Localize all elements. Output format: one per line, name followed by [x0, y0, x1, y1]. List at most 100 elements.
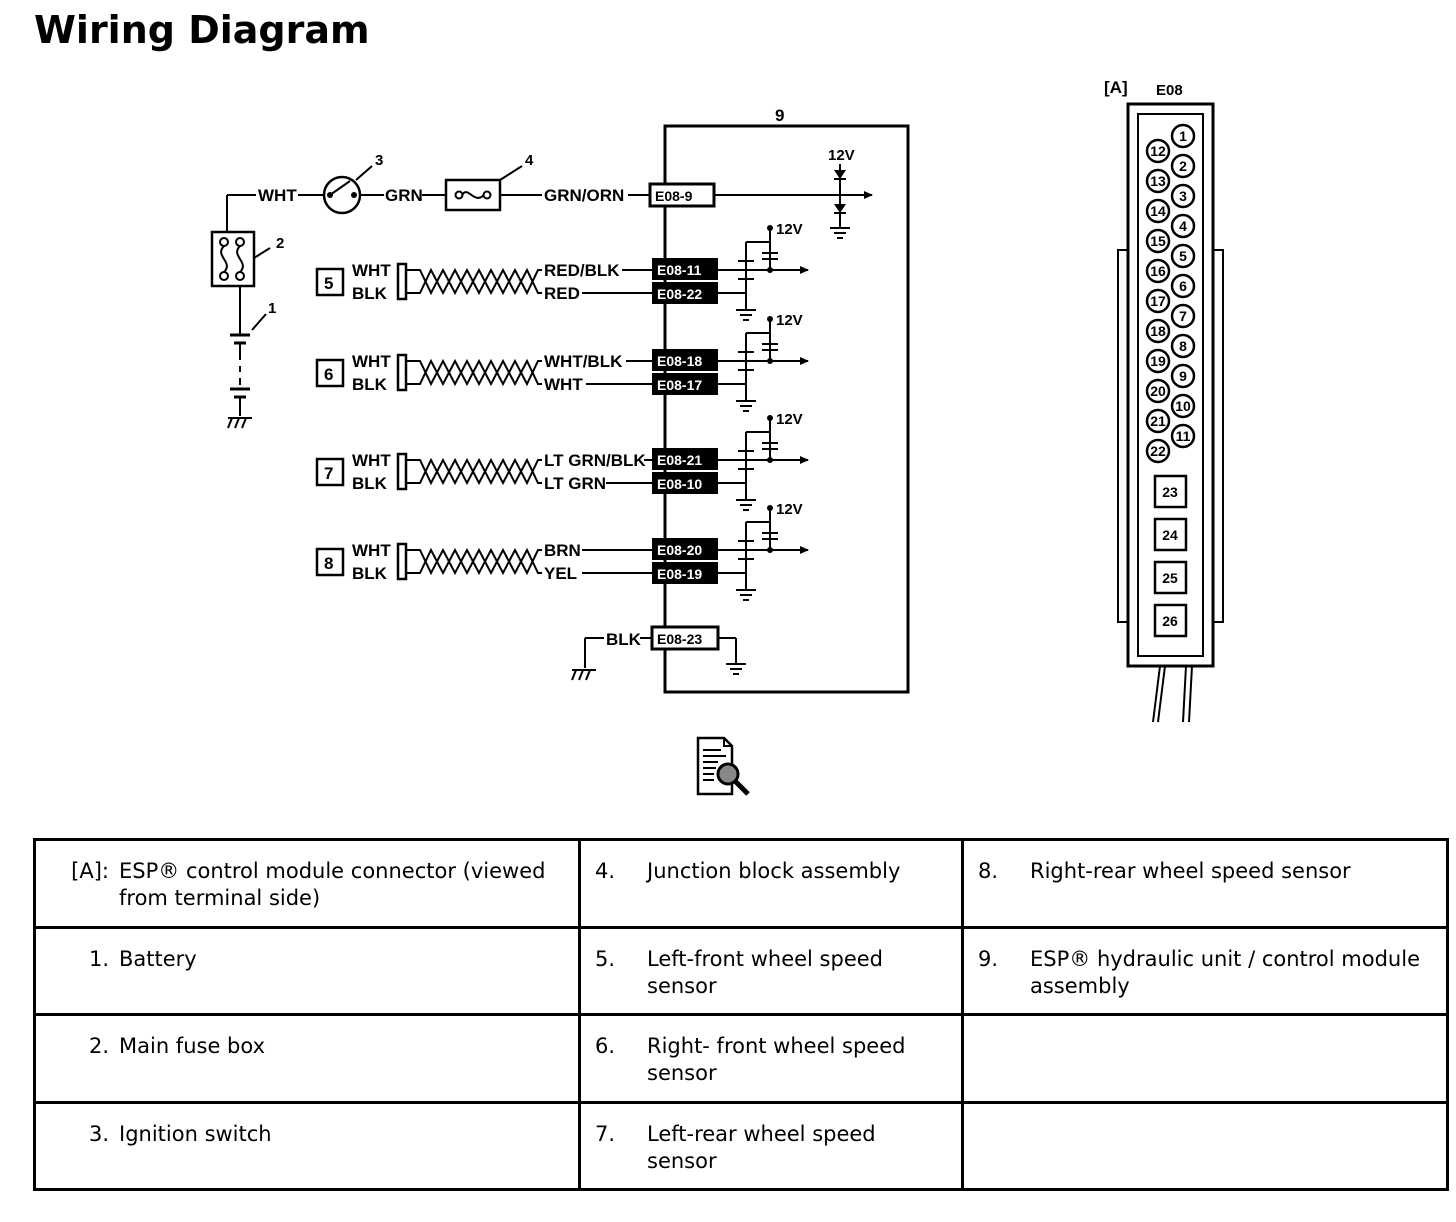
- voltage-label-top: 12V: [828, 147, 855, 164]
- legend-cell: 5. Left-front wheel speed sensor: [578, 925, 964, 1016]
- voltage-label-5: 12V: [776, 221, 803, 238]
- terminal-label-e08-10: E08-10: [657, 476, 702, 492]
- sensor-6-wire-a: WHT/BLK: [544, 352, 623, 371]
- document-search-icon[interactable]: [694, 736, 752, 798]
- connector-pin-large: [1153, 560, 1188, 595]
- connector-pin: [1170, 333, 1196, 359]
- battery-circuit: WHT 2 1: [210, 186, 324, 429]
- connector-pin-label: 16: [1150, 263, 1166, 279]
- legend-cell: [961, 1100, 1449, 1191]
- connector-pin: [1145, 168, 1171, 194]
- connector-pin-label: 7: [1179, 308, 1187, 324]
- legend-number: 4.: [595, 859, 616, 883]
- wire-label-grn-orn: GRN/ORN: [544, 186, 624, 205]
- ground-wire-label: BLK: [606, 630, 642, 649]
- connector-pin-label: 22: [1150, 443, 1166, 459]
- legend-text: Right-rear wheel speed sensor: [1030, 859, 1351, 883]
- connector-pin: [1145, 288, 1171, 314]
- connector-pin-large-label: 23: [1162, 484, 1178, 500]
- sensor-number-7: 7: [324, 464, 333, 483]
- sensor-group-7: 7 WHT BLK LT GRN/BLK LT GRN E08-21 E08-1…: [315, 411, 809, 511]
- connector-pin: [1170, 363, 1196, 389]
- legend-number: 5.: [595, 946, 616, 971]
- connector-pin-label: 4: [1179, 218, 1187, 234]
- connector-pin-large: [1153, 474, 1188, 509]
- sensor-5-blk: BLK: [352, 284, 388, 303]
- sensor-8-wht: WHT: [352, 541, 391, 560]
- sensor-number-5: 5: [324, 274, 333, 293]
- connector-pin-large: [1153, 517, 1188, 552]
- junction-block: 4: [444, 152, 534, 212]
- terminal-label-e08-22: E08-22: [657, 286, 702, 302]
- wire-label-grn: GRN: [385, 186, 423, 205]
- control-module-box: [663, 124, 910, 694]
- connector-pin-label: 11: [1176, 428, 1191, 444]
- sensor-8-blk: BLK: [352, 564, 388, 583]
- sensor-group-5: 5 WHT BLK RED/BLK RED E08-11 E08-22 12V: [315, 221, 809, 321]
- legend-number: 2.: [88, 1034, 109, 1058]
- legend-text: Left-front wheel speed sensor: [647, 946, 883, 998]
- connector-pin-label: 18: [1150, 323, 1166, 339]
- legend-text: Main fuse box: [119, 1034, 266, 1058]
- connector-pin: [1170, 213, 1196, 239]
- ignition-number: 3: [375, 152, 383, 169]
- sensor-number-6: 6: [324, 365, 333, 384]
- connector-pin: [1170, 393, 1196, 419]
- ignition-switch: 3: [322, 152, 383, 215]
- legend-text: Battery: [119, 946, 197, 971]
- legend-cell: 3.Ignition switch: [33, 1100, 581, 1191]
- module-number: 9: [775, 106, 784, 125]
- connector-pin-large-label: 25: [1162, 570, 1178, 586]
- terminal-label-e08-20: E08-20: [657, 542, 702, 558]
- sensor-7-blk: BLK: [352, 474, 388, 493]
- voltage-label-7: 12V: [776, 411, 803, 428]
- battery-number: 1: [268, 300, 276, 317]
- legend-cell: 9.ESP® hydraulic unit / control module a…: [961, 925, 1449, 1016]
- sensor-group-6: 6 WHT BLK WHT/BLK WHT E08-18 E08-17 12V: [315, 312, 809, 412]
- sensor-7-wht: WHT: [352, 451, 391, 470]
- sensor-5-wire-a: RED/BLK: [544, 261, 620, 280]
- sensor-group-8: 8 WHT BLK BRN YEL E08-20 E08-19 12V: [315, 501, 809, 601]
- connector-pin: [1170, 183, 1196, 209]
- terminal-label-e08-19: E08-19: [657, 566, 702, 582]
- main-fuse-box: [210, 230, 256, 288]
- legend-cell: 8.Right-rear wheel speed sensor: [961, 838, 1449, 929]
- connector-panel-label: [A]: [1104, 78, 1128, 97]
- legend-text: Ignition switch: [119, 1121, 272, 1146]
- connector-pin: [1145, 378, 1171, 404]
- connector-pin-label: 20: [1150, 383, 1166, 399]
- connector-pin: [1145, 348, 1171, 374]
- sensor-6-blk: BLK: [352, 375, 388, 394]
- connector-pin-label: 8: [1179, 338, 1187, 354]
- connector-pin-label: 13: [1150, 173, 1166, 189]
- connector-pin-label: 14: [1150, 203, 1166, 219]
- connector-pin: [1170, 123, 1196, 149]
- wire-label-wht-top: WHT: [258, 186, 297, 205]
- sensor-5-wire-b: RED: [544, 284, 580, 303]
- terminal-label-e08-21: E08-21: [657, 452, 702, 468]
- legend-number: 7.: [595, 1121, 616, 1146]
- legend-table: [A]:ESP® control module connector (viewe…: [33, 838, 1449, 1191]
- connector-pin-label: 9: [1179, 368, 1187, 384]
- legend-text: Junction block assembly: [647, 859, 901, 883]
- connector-pin-label: 21: [1150, 413, 1166, 429]
- legend-cell: 4. Junction block assembly: [578, 838, 964, 929]
- legend-row: 1.Battery 5. Left-front wheel speed sensor…: [33, 925, 1449, 1016]
- legend-text: Right- front wheel speed sensor: [647, 1034, 906, 1085]
- terminal-label-e08-9: E08-9: [655, 188, 693, 204]
- legend-text: ESP® hydraulic unit / control module ass…: [1030, 946, 1420, 998]
- terminal-label-e08-18: E08-18: [657, 353, 702, 369]
- connector-pin-large-label: 24: [1162, 527, 1178, 543]
- legend-cell: [A]:ESP® control module connector (viewe…: [33, 838, 581, 929]
- sensor-7-wire-b: LT GRN: [544, 474, 606, 493]
- connector-pin-label: 19: [1150, 353, 1166, 369]
- connector-pin-label: 1: [1179, 128, 1187, 144]
- voltage-label-8: 12V: [776, 501, 803, 518]
- legend-text: ESP® control module connector (viewed fr…: [119, 859, 546, 910]
- connector-pin-label: 15: [1150, 233, 1166, 249]
- connector-pin-label: 6: [1179, 278, 1187, 294]
- terminal-label-e08-23: E08-23: [657, 631, 702, 647]
- connector-pin: [1170, 423, 1196, 449]
- legend-cell: 1.Battery: [33, 925, 581, 1016]
